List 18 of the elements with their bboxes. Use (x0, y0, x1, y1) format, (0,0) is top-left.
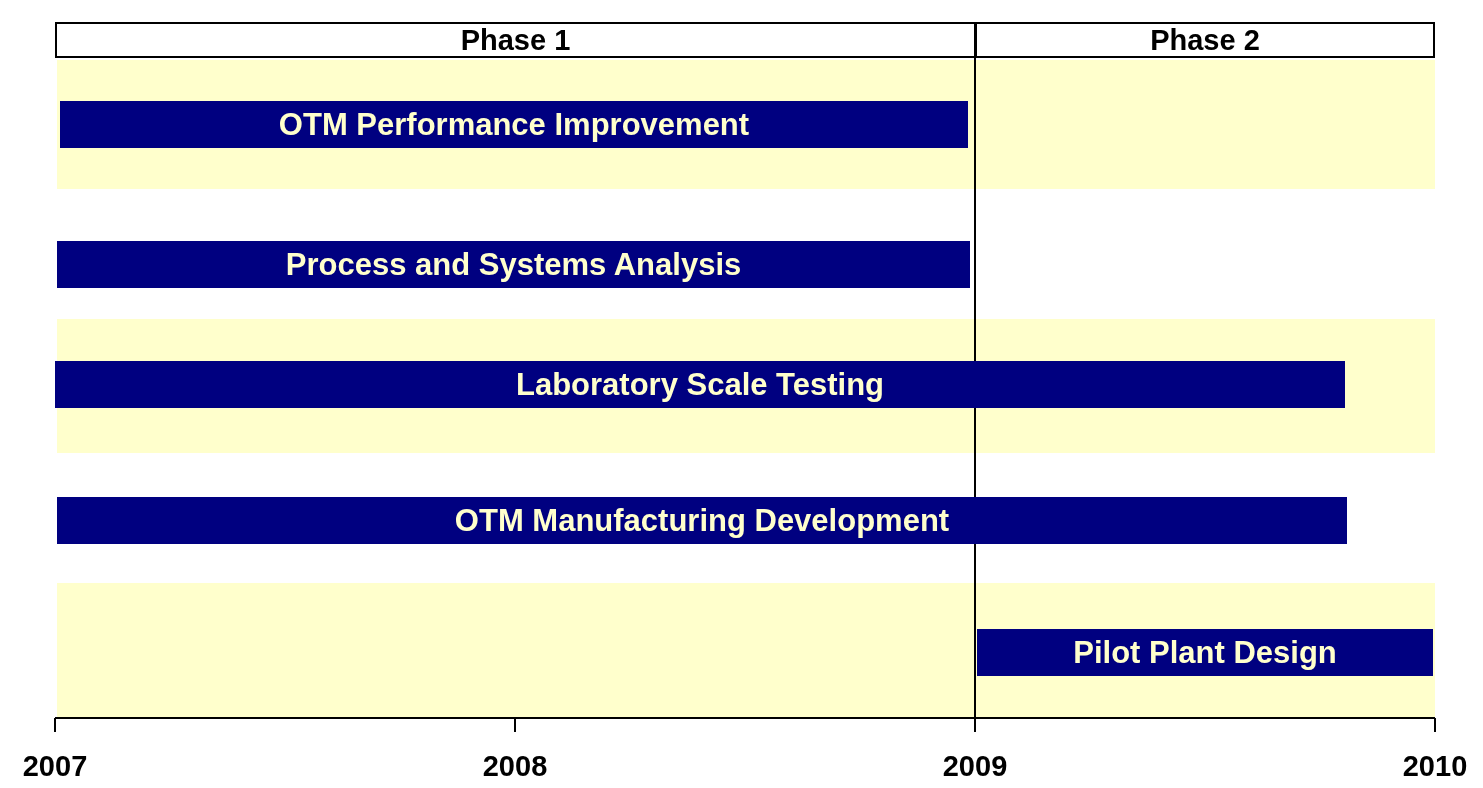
phase-label: Phase 2 (1150, 23, 1260, 57)
task-label: Process and Systems Analysis (285, 246, 742, 283)
year-label: 2007 (22, 750, 88, 783)
year-label: 2009 (942, 750, 1008, 783)
phase-header (975, 22, 1435, 58)
phase-label: Phase 1 (460, 23, 571, 57)
task-label: Laboratory Scale Testing (515, 366, 885, 403)
year-label: 2010 (1402, 750, 1468, 783)
task-label: OTM Manufacturing Development (454, 502, 950, 539)
task-bar (60, 101, 968, 148)
phase-header (55, 22, 976, 58)
year-label: 2008 (482, 750, 548, 783)
task-bar (57, 497, 1347, 544)
task-label: Pilot Plant Design (1073, 634, 1337, 671)
task-label: OTM Performance Improvement (278, 106, 750, 143)
task-bar (55, 361, 1345, 408)
task-bar (57, 241, 970, 288)
task-bar (977, 629, 1433, 676)
